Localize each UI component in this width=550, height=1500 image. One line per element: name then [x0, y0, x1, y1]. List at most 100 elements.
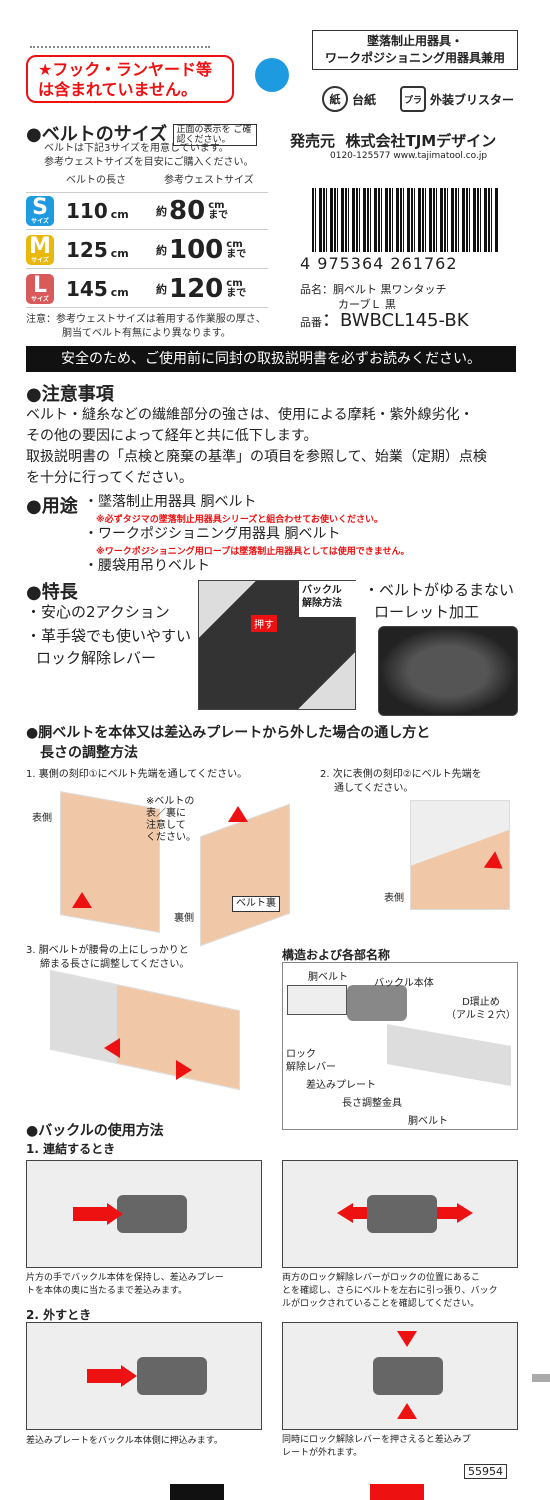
recycle-paper: 紙 台紙 [322, 86, 376, 112]
gray-tab [532, 1374, 550, 1382]
label-buckle-body: バックル本体 [374, 978, 434, 989]
arrow-shaft [73, 1207, 107, 1221]
category-box: 墜落制止用器具・ ワークポジショニング用器具兼用 [312, 30, 518, 70]
connect-left2: トを本体の奥に当たるまで差込みます。 [26, 1286, 188, 1296]
buckle-icon [367, 1195, 437, 1233]
caution-heading: ●注意事項 [26, 384, 114, 405]
label-dring1: D環止め [462, 997, 500, 1008]
warning-line2: は含まれていません。 [38, 80, 198, 99]
barcode-bars [312, 188, 498, 252]
release-right-text: 同時にロック解除レバーを押さえると差込みプ レートが外れます。 [282, 1434, 471, 1460]
feature1: ・安心の2アクション [26, 603, 170, 621]
recycle-plastic-label: 外装ブリスター [430, 92, 515, 107]
caution-p4: を十分に行ってください。 [26, 470, 193, 486]
length-value: 145 [66, 276, 108, 301]
waist-unit-cm: cm [226, 238, 243, 250]
waist-value: 120 [169, 273, 224, 304]
length-unit: cm [110, 285, 129, 299]
arrow-left-icon [104, 1038, 120, 1058]
arrow-up-icon [397, 1403, 417, 1419]
length-unit: cm [110, 246, 129, 260]
step1-diagram-a [60, 791, 160, 933]
connect-left-text: 片方の手でバックル本体を保持し、差込みプレー トを本体の奥に当たるまで差込みます… [26, 1272, 224, 1298]
length-value: 125 [66, 237, 108, 262]
product-name-label: 品名 [300, 283, 322, 296]
safety-bar: 安全のため、ご使用前に同封の取扱説明書を必ずお読みください。 [26, 346, 516, 372]
barcode-number: 4 975364 261762 [300, 254, 458, 273]
size-letter: S [32, 195, 48, 220]
arrow-right-icon [457, 1203, 473, 1223]
usage-item3: ・腰袋用吊りベルト [84, 558, 210, 574]
approx: 約 [156, 282, 167, 296]
structure-heading: 構造および各部名称 [282, 948, 391, 962]
step2b: 通してください。 [334, 783, 414, 794]
buckle-release-photo: バックル解除方法 押す [198, 580, 357, 710]
release-right2: レートが外れます。 [282, 1448, 363, 1458]
label-lever: ロック 解除レバー [286, 1048, 336, 1074]
arrow-right-icon [176, 1060, 192, 1080]
label-dring: D環止め （アルミ２穴） [446, 996, 516, 1022]
belt-size-heading: ●ベルトのサイズ 正面の表示を ご確認ください。 [26, 120, 258, 146]
product-name: 品名：胴ベルト 黒ワンタッチ カーブＬ 黒 [300, 283, 447, 311]
recycle-paper-label: 台紙 [352, 92, 377, 107]
waist-unit-cm: cm [208, 200, 225, 211]
caution-p1: ベルト・縫糸などの繊維部分の強さは、使用による摩耗・紫外線劣化・ [26, 407, 474, 423]
structure-diagram [282, 962, 518, 1130]
product-name1: 胴ベルト 黒ワンタッチ [333, 283, 447, 296]
belt-note1: ベルトは下記3サイズを用意しています。 [44, 143, 229, 154]
label-adjuster: 長さ調整金具 [342, 1098, 402, 1109]
product-code: 品番：BWBCL145-BK [300, 310, 469, 331]
connect-left1: 片方の手でバックル本体を保持し、差込みプレー [26, 1273, 224, 1283]
belt-note-b: 表／裏に [146, 808, 186, 819]
belt-note2: 参考ウェストサイズを目安にご購入ください。 [44, 157, 254, 168]
label-lever1: ロック [286, 1049, 316, 1060]
arrow-right-icon [121, 1365, 137, 1387]
plate-part [387, 1024, 511, 1086]
belt-note-a: ※ベルトの [146, 796, 195, 807]
approx: 約 [156, 205, 167, 218]
dotted-divider [30, 46, 210, 48]
waist-unit-made: まで [226, 248, 247, 260]
connect-right2: とを確認し、さらにベルトを左右に引っ張り、バック [282, 1286, 498, 1296]
buckle-icon [137, 1357, 207, 1395]
category-line1: 墜落制止用器具・ [366, 34, 463, 48]
waist-unit-made: まで [226, 287, 247, 299]
usage-heading: ●用途 [26, 496, 78, 517]
buckle-icon [117, 1195, 187, 1233]
paper-recycle-icon: 紙 [322, 86, 348, 112]
connect-heading: 1. 連結するとき [26, 1142, 116, 1156]
size-letter: L [32, 272, 48, 298]
col-length: ベルトの長さ [66, 175, 126, 186]
caution-text: ベルト・縫糸などの繊維部分の強さは、使用による摩耗・紫外線劣化・ その他の要因に… [26, 405, 526, 489]
buckle-use-heading: ●バックルの使用方法 [26, 1123, 164, 1139]
black-swatch [170, 1484, 224, 1500]
release-right1: 同時にロック解除レバーを押さえると差込みプ [282, 1435, 471, 1445]
waist-value: 80 [169, 196, 206, 226]
belt-size-title: ●ベルトのサイズ [26, 124, 168, 145]
buckle-tag: バックル解除方法 [299, 581, 357, 617]
feature2b: ロック解除レバー [36, 649, 157, 667]
label-plate: 差込みプレート [306, 1080, 376, 1091]
release-photo-right [282, 1322, 518, 1430]
col-waist: 参考ウェストサイズ [164, 175, 254, 186]
buckle-icon [373, 1357, 443, 1395]
features-heading: ●特長 [26, 582, 78, 603]
buckle-tag2: 解除方法 [302, 598, 342, 609]
front-label: 表側 [32, 813, 52, 824]
step2-front-label: 表側 [384, 893, 404, 904]
caution-p3: 取扱説明書の「点検と廃棄の基準」の項目を参照して、始業（定期）点検 [26, 449, 487, 465]
step3a: 3. 胴ベルトが腰骨の上にしっかりと [26, 945, 189, 956]
arrow-shaft [87, 1369, 121, 1383]
buckle-tag1: バックル [302, 585, 342, 596]
arrow-shaft [437, 1207, 457, 1219]
connect-photo-right [282, 1160, 518, 1268]
seller-label: 発売元 [290, 132, 336, 150]
release-left-text: 差込みプレートをバックル本体側に押込みます。 [26, 1436, 223, 1446]
